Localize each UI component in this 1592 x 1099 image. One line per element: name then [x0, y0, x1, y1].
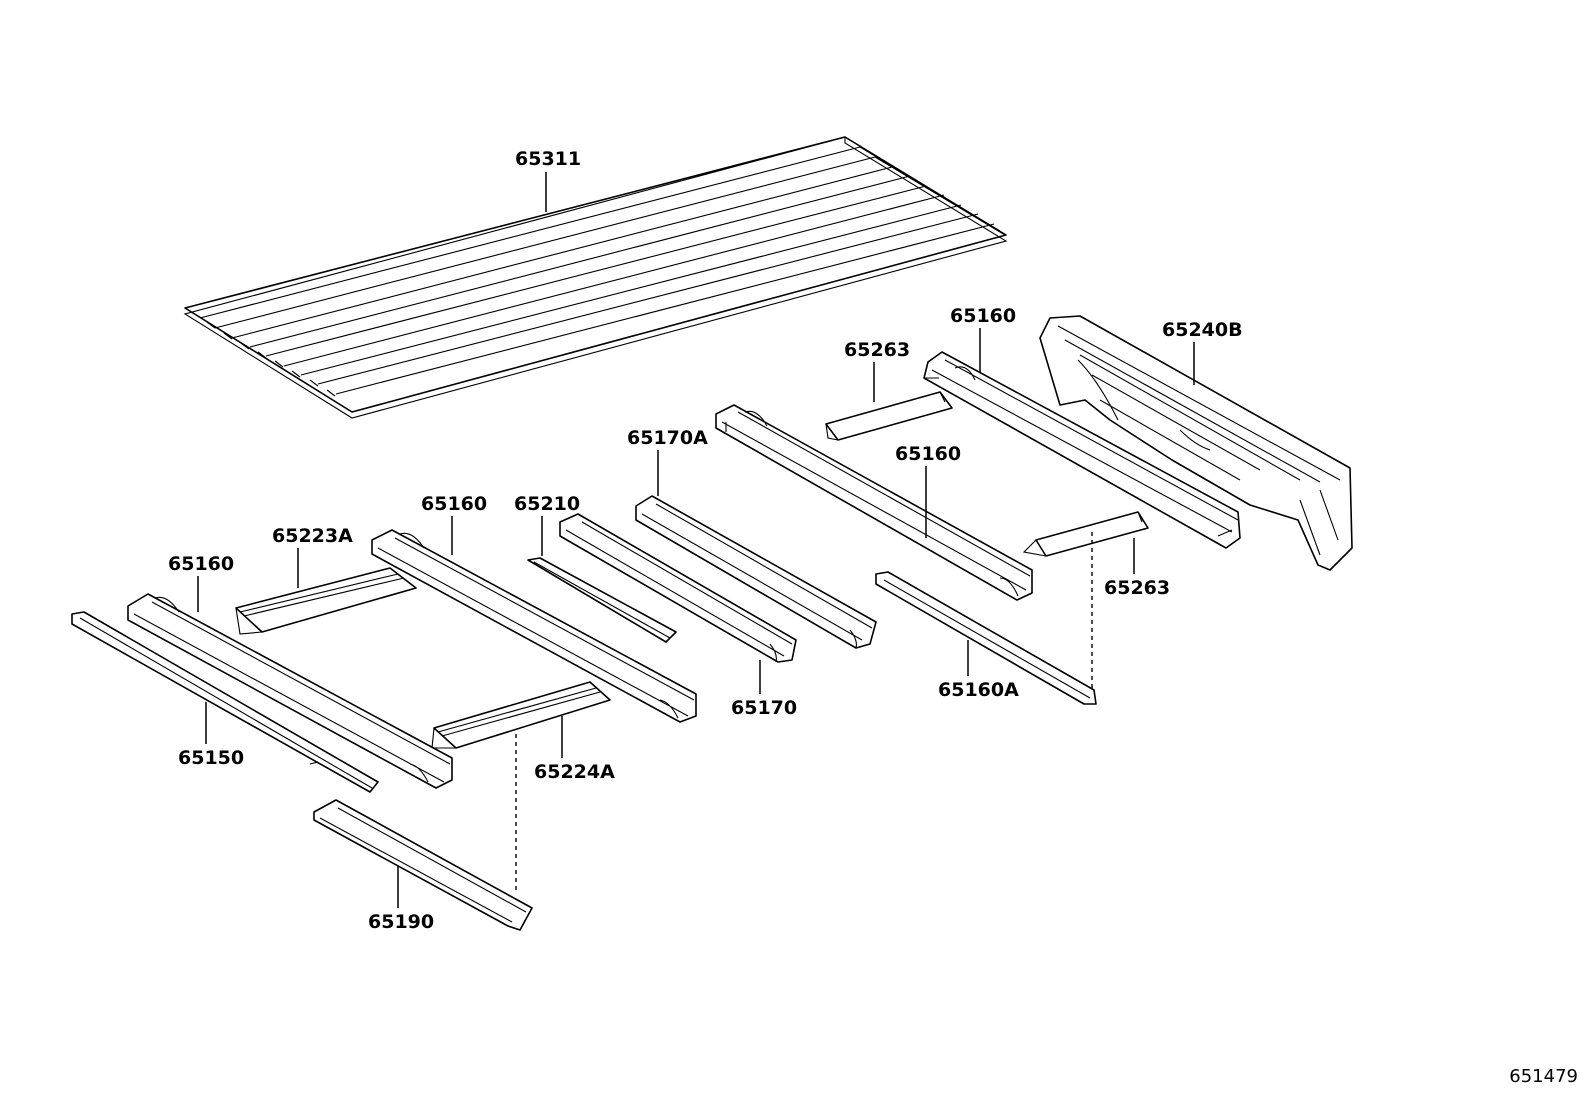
label-65223a: 65223A [272, 525, 353, 547]
label-65150: 65150 [178, 747, 244, 769]
floor-panel-65311[interactable] [183, 136, 1008, 419]
leader-lines [197, 172, 1195, 908]
label-65224a: 65224A [534, 761, 615, 783]
crossmember-65160-middle[interactable] [715, 404, 1033, 601]
rail-65150[interactable] [71, 611, 379, 793]
rail-65170[interactable] [559, 513, 797, 663]
diagram-code: 651479 [1509, 1066, 1578, 1087]
label-65160-center: 65160 [421, 493, 487, 515]
crossmember-65160-center[interactable] [371, 529, 697, 723]
label-65160-rear: 65160 [950, 305, 1016, 327]
label-65170: 65170 [731, 697, 797, 719]
label-65210: 65210 [514, 493, 580, 515]
label-65263-lower: 65263 [1104, 577, 1170, 599]
crossmember-65160-rear[interactable] [923, 351, 1241, 549]
label-65240b: 65240B [1162, 319, 1243, 341]
bracket-65223a[interactable] [235, 567, 417, 635]
label-65311: 65311 [515, 148, 581, 170]
label-65190: 65190 [368, 911, 434, 933]
label-65160-middle: 65160 [895, 443, 961, 465]
rail-65170a[interactable] [635, 495, 877, 649]
bracket-65263-lower[interactable] [1022, 511, 1149, 557]
rail-65190[interactable] [313, 799, 533, 931]
part-labels: 65311 65160 65240B 65263 65170A 65160 65… [168, 148, 1243, 933]
bracket-65224a[interactable] [431, 681, 611, 749]
plate-65210[interactable] [527, 557, 677, 643]
label-65160a: 65160A [938, 679, 1019, 701]
rear-crossmember-65240b[interactable] [1039, 315, 1353, 571]
label-65170a: 65170A [627, 427, 708, 449]
label-65263-upper: 65263 [844, 339, 910, 361]
crossmember-65160-front[interactable] [127, 593, 453, 789]
bracket-65263-upper[interactable] [825, 391, 953, 441]
rail-65160a[interactable] [875, 571, 1097, 705]
label-65160-front: 65160 [168, 553, 234, 575]
